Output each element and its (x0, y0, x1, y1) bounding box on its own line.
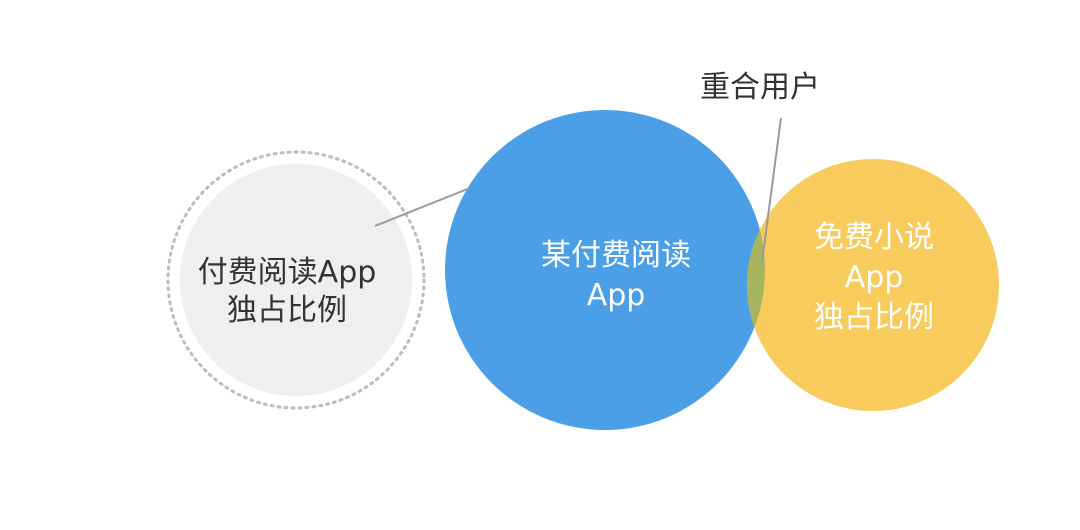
free-novel-label-line3: 独占比例 (814, 300, 934, 335)
free-novel-label-line2: App (844, 260, 904, 295)
share-circle-dotted-border (166, 150, 426, 410)
share-pointer-line (374, 187, 471, 227)
free-novel-label-line1: 免费小说 (814, 220, 934, 255)
main-app-circle (445, 110, 765, 430)
main-app-label: 某付费阅读 App (506, 236, 726, 316)
main-app-label-line1: 某付费阅读 (541, 238, 691, 273)
share-circle (180, 164, 412, 396)
share-circle-label-line2: 独占比例 (227, 293, 347, 328)
free-novel-circle (747, 159, 999, 411)
share-circle-label: 付费阅读App 独占比例 (178, 254, 396, 330)
overlap-pointer-line (761, 117, 782, 263)
share-circle-label-line1: 付费阅读App (197, 255, 377, 290)
overlap-label: 重合用户 (700, 70, 820, 105)
free-novel-label: 免费小说 App 独占比例 (770, 218, 978, 338)
main-app-label-line2: App (586, 278, 646, 313)
